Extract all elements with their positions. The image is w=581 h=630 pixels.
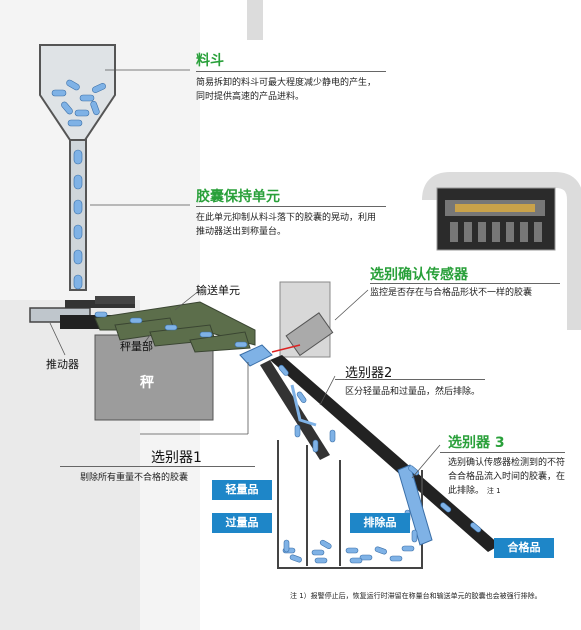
pusher-label: 推动器 [46,358,79,371]
sorter3-desc-text: 选别确认传感器检测到的不符合合格品流入时间的胶囊，在此排除。 [448,458,566,496]
footnote: 注 1）报警停止后，恢复运行时滞留在称量台和输送单元的胶囊也会被强行排除。 [290,592,542,600]
sensor-desc: 监控是否存在与合格品形状不一样的胶囊 [370,288,533,298]
hopper-desc: 简易拆卸的料斗可最大程度减少静电的产生，同时提供高速的产品进料。 [196,78,377,102]
weighing-part-label: 秤量部 [120,340,153,353]
capsule-holder-desc: 在此单元抑制从料斗落下的胶囊的晃动，利用推动器送出到称量台。 [196,213,377,237]
sorter2-rule [335,379,485,380]
sorter1-rule [60,466,255,467]
sorter3-rule [440,452,565,453]
sorter3-note-mark: 注 1 [486,487,501,495]
reject-bin-tag: 排除品 [350,513,410,533]
sorter3-desc: 选别确认传感器检测到的不符合合格品流入时间的胶囊，在此排除。 注 1 [448,456,566,498]
capsule-holder-title: 胶囊保持单元 [196,189,280,205]
sorter2-title: 选别器2 [345,366,393,381]
hopper-title: 料斗 [196,53,224,69]
sensor-rule [370,283,560,284]
sorter1-desc: 剔除所有重量不合格的胶囊 [80,473,189,483]
conveyor-unit [94,301,256,353]
hopper-rule [196,71,386,72]
light-bin-tag: 轻量品 [212,480,272,500]
scale-label: 秤 [140,375,154,391]
sensor-title: 选别确认传感器 [370,267,468,283]
sensor-beam [271,344,301,353]
sorter3-title: 选别器 3 [448,435,505,451]
heavy-bin-tag: 过量品 [212,513,272,533]
conveyor-label: 输送单元 [196,284,240,297]
pass-tag: 合格品 [494,538,554,558]
sorter1-title: 选别器1 [151,450,202,466]
sorter2-desc: 区分轻量品和过量品，然后排除。 [345,387,481,397]
capsule-holder-rule [196,206,386,207]
